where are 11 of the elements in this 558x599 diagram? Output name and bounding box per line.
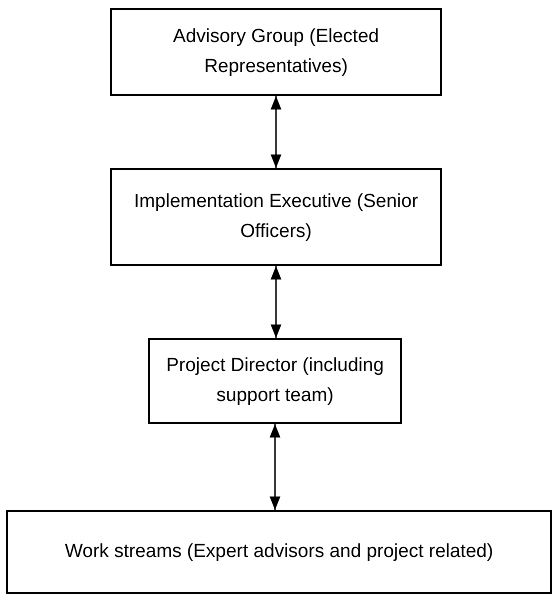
box-label: Work streams (Expert advisors and project related) xyxy=(64,540,494,564)
double-arrow xyxy=(270,424,280,510)
process-box xyxy=(110,8,442,96)
process-box xyxy=(6,510,552,594)
box-label: Advisory Group (Elected Representatives) xyxy=(172,25,380,79)
double-arrow xyxy=(270,96,282,168)
process-box xyxy=(148,338,402,424)
box-label: Project Director (including support team) xyxy=(165,354,385,408)
box-label: Implementation Executive (Senior Officers) xyxy=(132,190,420,244)
double-arrow xyxy=(270,266,282,338)
process-box xyxy=(110,168,442,266)
